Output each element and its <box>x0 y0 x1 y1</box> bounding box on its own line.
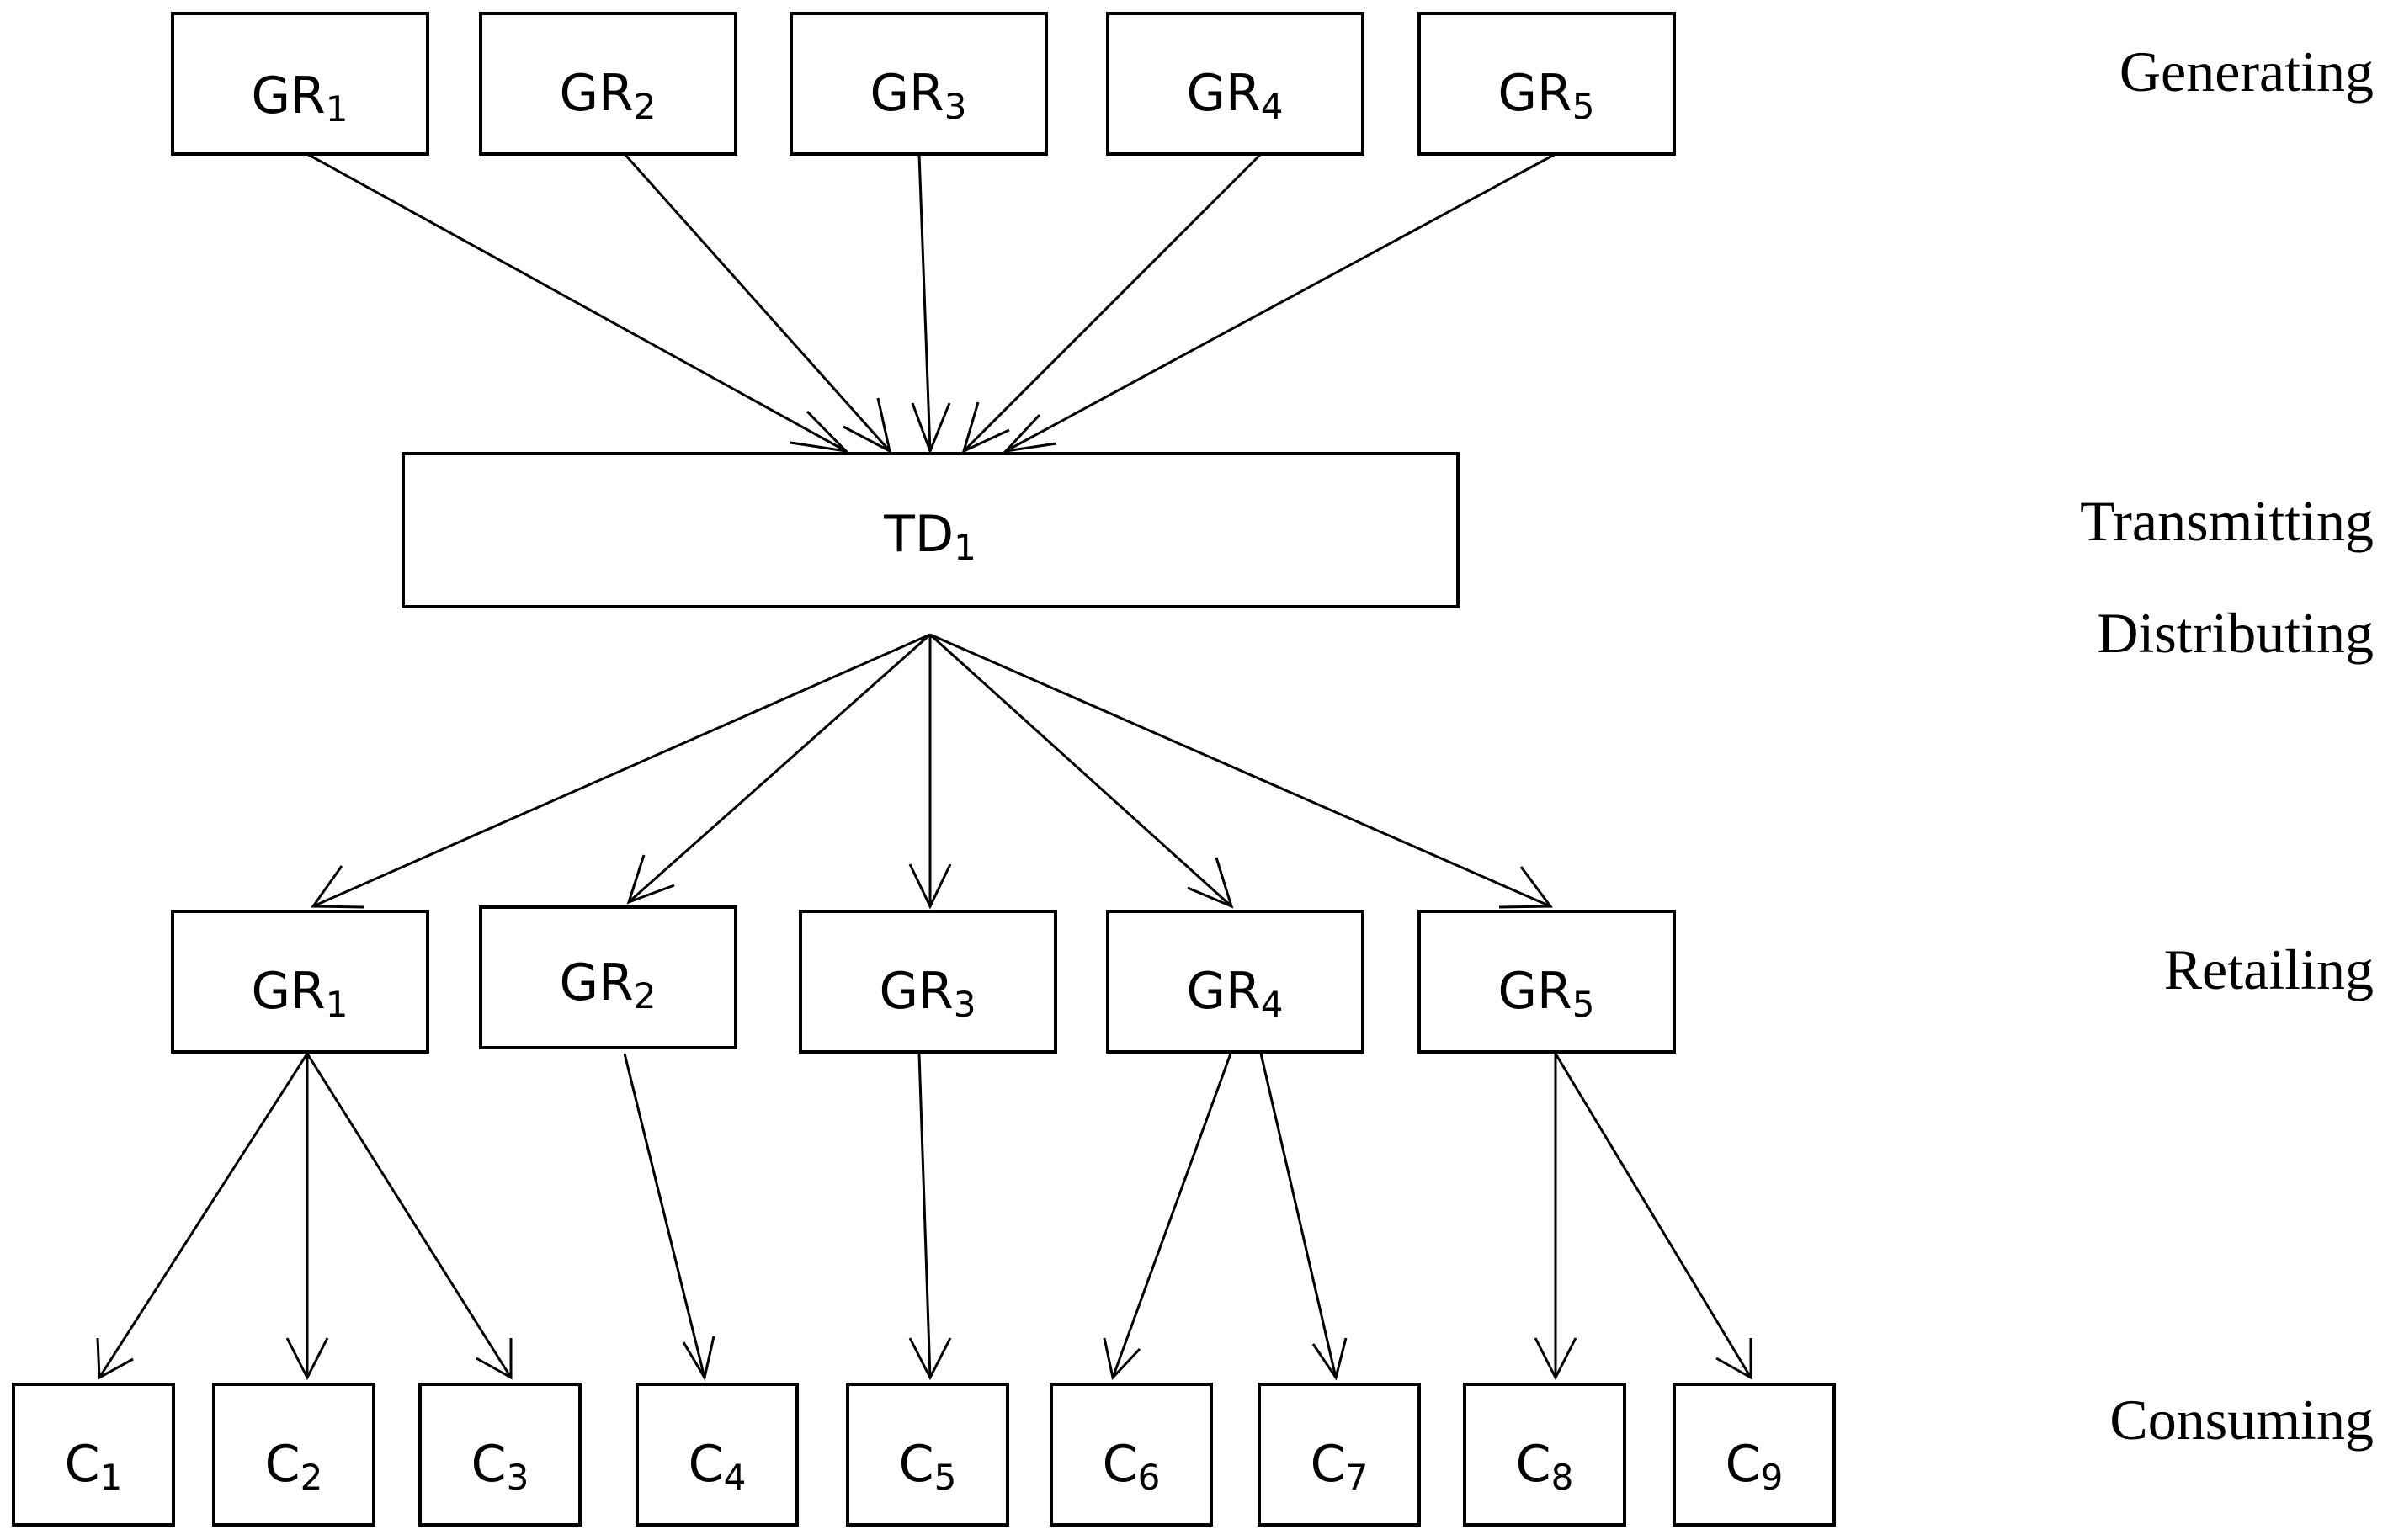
node-c1: C1 <box>12 1383 175 1527</box>
edge-ret-gr3-to-c5 <box>908 1053 952 1381</box>
svg-text:GR1: GR1 <box>252 962 348 1025</box>
node-gen-gr4: GR4 <box>1106 12 1364 156</box>
edge-ret-gr1-to-c1 <box>96 1053 309 1380</box>
edge-ret-gr1-to-c3 <box>306 1053 513 1380</box>
node-gen-gr1: GR1 <box>171 12 429 156</box>
edge-td1-to-ret-gr5 <box>929 633 1553 909</box>
node-ret-gr5: GR5 <box>1417 910 1676 1054</box>
edge-td1-to-ret-gr2 <box>626 633 931 905</box>
node-ret-gr4: GR4 <box>1106 910 1364 1054</box>
node-c5: C5 <box>846 1383 1009 1527</box>
edge-td1-to-ret-gr4 <box>928 633 1234 909</box>
node-c4: C4 <box>636 1383 799 1527</box>
edge-ret-gr1-to-c2 <box>285 1054 329 1381</box>
svg-text:C2: C2 <box>265 1435 323 1498</box>
edge-gen-gr4-to-td1 <box>961 152 1263 454</box>
svg-text:GR5: GR5 <box>1498 962 1595 1025</box>
layer-label-distributing: Distributing <box>2097 601 2374 665</box>
edge-td1-to-ret-gr3 <box>908 635 952 910</box>
svg-text:GR3: GR3 <box>880 962 976 1025</box>
node-ret-gr3: GR3 <box>799 910 1057 1054</box>
svg-text:GR4: GR4 <box>1187 64 1284 127</box>
svg-text:C7: C7 <box>1311 1435 1369 1498</box>
edge-td1-to-ret-gr1 <box>311 633 931 909</box>
node-ret-gr2: GR2 <box>479 905 737 1049</box>
node-gen-gr3: GR3 <box>790 12 1048 156</box>
svg-text:GR1: GR1 <box>252 66 348 130</box>
node-ret-gr1: GR1 <box>171 910 429 1054</box>
svg-text:GR3: GR3 <box>870 64 967 127</box>
edge-gen-gr1-to-td1 <box>306 152 850 454</box>
node-c8: C8 <box>1463 1383 1626 1527</box>
edge-gen-gr3-to-td1 <box>911 153 951 455</box>
node-gen-gr2: GR2 <box>479 12 737 156</box>
svg-text:C5: C5 <box>899 1435 957 1498</box>
svg-text:C6: C6 <box>1103 1435 1161 1498</box>
node-c6: C6 <box>1050 1383 1213 1527</box>
svg-text:C3: C3 <box>471 1435 529 1498</box>
edge-ret-gr5-to-c9 <box>1554 1053 1752 1380</box>
svg-text:C9: C9 <box>1726 1435 1784 1498</box>
node-gen-gr5: GR5 <box>1417 12 1676 156</box>
layer-label-retailing: Retailing <box>2164 937 2374 1001</box>
svg-text:C8: C8 <box>1516 1435 1574 1498</box>
svg-text:TD1: TD1 <box>883 505 976 568</box>
edge-ret-gr4-to-c6 <box>1103 1053 1232 1381</box>
node-td1: TD1 <box>402 452 1460 608</box>
svg-text:C4: C4 <box>689 1435 747 1498</box>
layer-label-consuming: Consuming <box>2109 1388 2374 1452</box>
edge-gen-gr5-to-td1 <box>1002 152 1556 454</box>
svg-text:GR4: GR4 <box>1187 962 1284 1025</box>
edge-ret-gr4-to-c7 <box>1259 1053 1348 1381</box>
node-c3: C3 <box>418 1383 582 1527</box>
svg-text:GR5: GR5 <box>1498 64 1595 127</box>
edges-group <box>96 152 1752 1382</box>
svg-text:GR2: GR2 <box>560 64 657 127</box>
layer-label-generating: Generating <box>2119 40 2374 104</box>
edge-ret-gr5-to-c8 <box>1534 1054 1577 1381</box>
edge-gen-gr2-to-td1 <box>623 153 892 454</box>
node-c2: C2 <box>212 1383 375 1527</box>
layer-label-transmitting: Transmitting <box>2080 489 2374 553</box>
edge-ret-gr2-to-c4 <box>623 1053 715 1382</box>
svg-text:C1: C1 <box>65 1435 123 1498</box>
node-c7: C7 <box>1258 1383 1421 1527</box>
node-c9: C9 <box>1673 1383 1836 1527</box>
svg-text:GR2: GR2 <box>560 953 657 1017</box>
